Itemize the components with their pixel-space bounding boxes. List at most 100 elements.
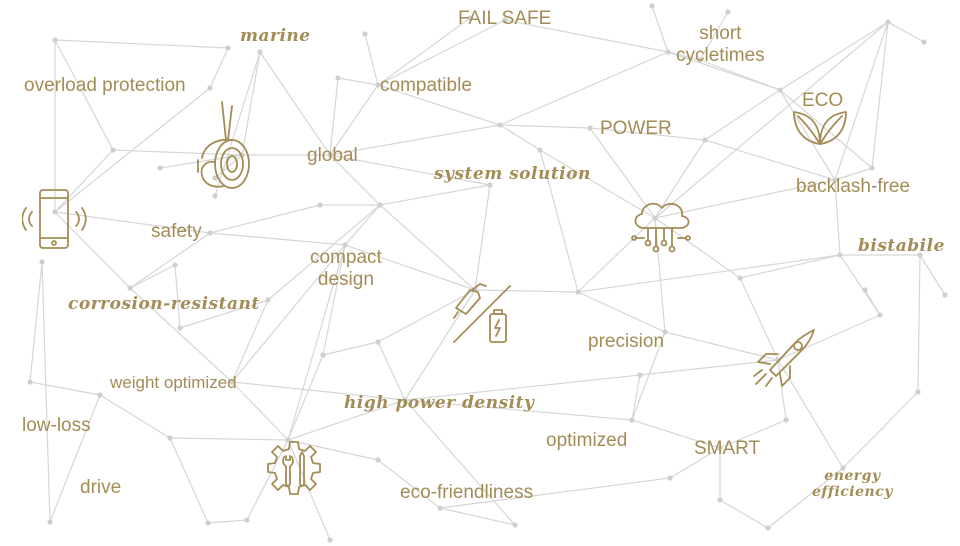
network-node	[837, 252, 843, 258]
term-corrosion-resistant: corrosion-resistant	[68, 294, 260, 314]
network-edge	[99, 394, 171, 439]
network-node	[697, 57, 703, 63]
network-node	[157, 165, 163, 171]
network-edge	[639, 359, 779, 376]
network-node	[402, 397, 408, 403]
network-edge	[259, 51, 331, 156]
network-node	[702, 137, 708, 143]
term-bistabile: bistabile	[858, 236, 945, 256]
network-edge	[499, 51, 669, 126]
network-node	[52, 209, 58, 215]
network-node	[765, 525, 771, 531]
network-edge	[669, 447, 721, 479]
network-edge	[404, 374, 641, 401]
gear-wrench-icon	[262, 438, 326, 502]
network-edge	[589, 127, 656, 219]
network-edge	[439, 477, 671, 509]
network-edge	[207, 519, 248, 524]
network-edge	[474, 289, 579, 293]
network-edge	[404, 289, 476, 401]
network-node	[725, 9, 731, 15]
term-precision: precision	[588, 331, 665, 352]
network-edge	[129, 264, 176, 289]
network-edge	[377, 459, 441, 509]
network-edge	[577, 217, 656, 293]
network-node	[375, 82, 381, 88]
network-edge	[241, 51, 261, 156]
network-node	[942, 292, 948, 298]
network-edge	[664, 331, 779, 361]
network-edge	[231, 381, 289, 441]
network-node	[652, 215, 658, 221]
term-optimized: optimized	[546, 430, 628, 451]
network-edge	[287, 399, 406, 441]
network-node	[667, 475, 673, 481]
network-edge	[404, 399, 633, 421]
rocket-icon	[752, 328, 816, 388]
network-edge	[777, 359, 787, 421]
charging-battery-icon	[450, 282, 514, 346]
network-edge	[499, 124, 591, 129]
network-node	[327, 152, 333, 158]
network-node	[783, 417, 789, 423]
network-node	[512, 522, 518, 528]
network-node	[777, 87, 783, 93]
network-edge	[246, 439, 289, 521]
network-edge	[174, 264, 181, 329]
term-short-cycletimes-line1: short	[699, 23, 742, 44]
network-node	[244, 517, 250, 523]
network-edge	[779, 89, 836, 181]
network-edge	[129, 287, 233, 383]
network-edge	[631, 419, 721, 449]
network-edge	[377, 289, 476, 343]
network-edge	[739, 277, 779, 361]
network-edge	[379, 204, 476, 291]
network-node	[375, 339, 381, 345]
network-edge	[344, 204, 381, 246]
network-node	[537, 147, 543, 153]
network-edge	[379, 184, 491, 206]
network-edge	[589, 127, 706, 141]
network-edge	[377, 19, 506, 86]
network-edge	[577, 254, 841, 293]
network-edge	[129, 232, 211, 289]
network-node	[575, 289, 581, 295]
network-node	[39, 259, 45, 265]
network-node	[885, 19, 891, 25]
network-node	[629, 417, 635, 423]
network-edge	[209, 204, 321, 234]
network-edge	[917, 254, 921, 393]
term-backlash-free: backlash-free	[796, 176, 911, 197]
term-weight-optimized: weight optimized	[110, 373, 237, 392]
network-node	[320, 352, 326, 358]
network-edge	[54, 211, 211, 234]
network-edge	[329, 84, 379, 156]
network-node	[52, 37, 58, 43]
network-node	[257, 49, 263, 55]
network-edge	[364, 33, 379, 86]
term-system-solution: system solution	[434, 164, 591, 184]
network-node	[172, 262, 178, 268]
network-edge	[329, 77, 339, 156]
network-edge	[54, 39, 114, 151]
network-node	[177, 325, 183, 331]
network-edge	[864, 289, 881, 316]
network-node	[915, 389, 921, 395]
network-edge	[667, 51, 781, 91]
network-edge	[919, 254, 946, 296]
network-node	[167, 435, 173, 441]
network-edge	[539, 149, 656, 219]
term-power: POWER	[600, 118, 672, 139]
term-high-power-density: high power density	[344, 393, 535, 413]
term-smart: SMART	[694, 438, 761, 459]
network-edge	[54, 87, 211, 213]
network-node	[97, 392, 103, 398]
network-edge	[631, 331, 666, 421]
network-edge	[377, 17, 471, 86]
network-node	[502, 17, 508, 23]
network-edge	[719, 499, 769, 529]
network-node	[437, 505, 443, 511]
network-edge	[767, 467, 844, 529]
network-edge	[474, 184, 491, 291]
